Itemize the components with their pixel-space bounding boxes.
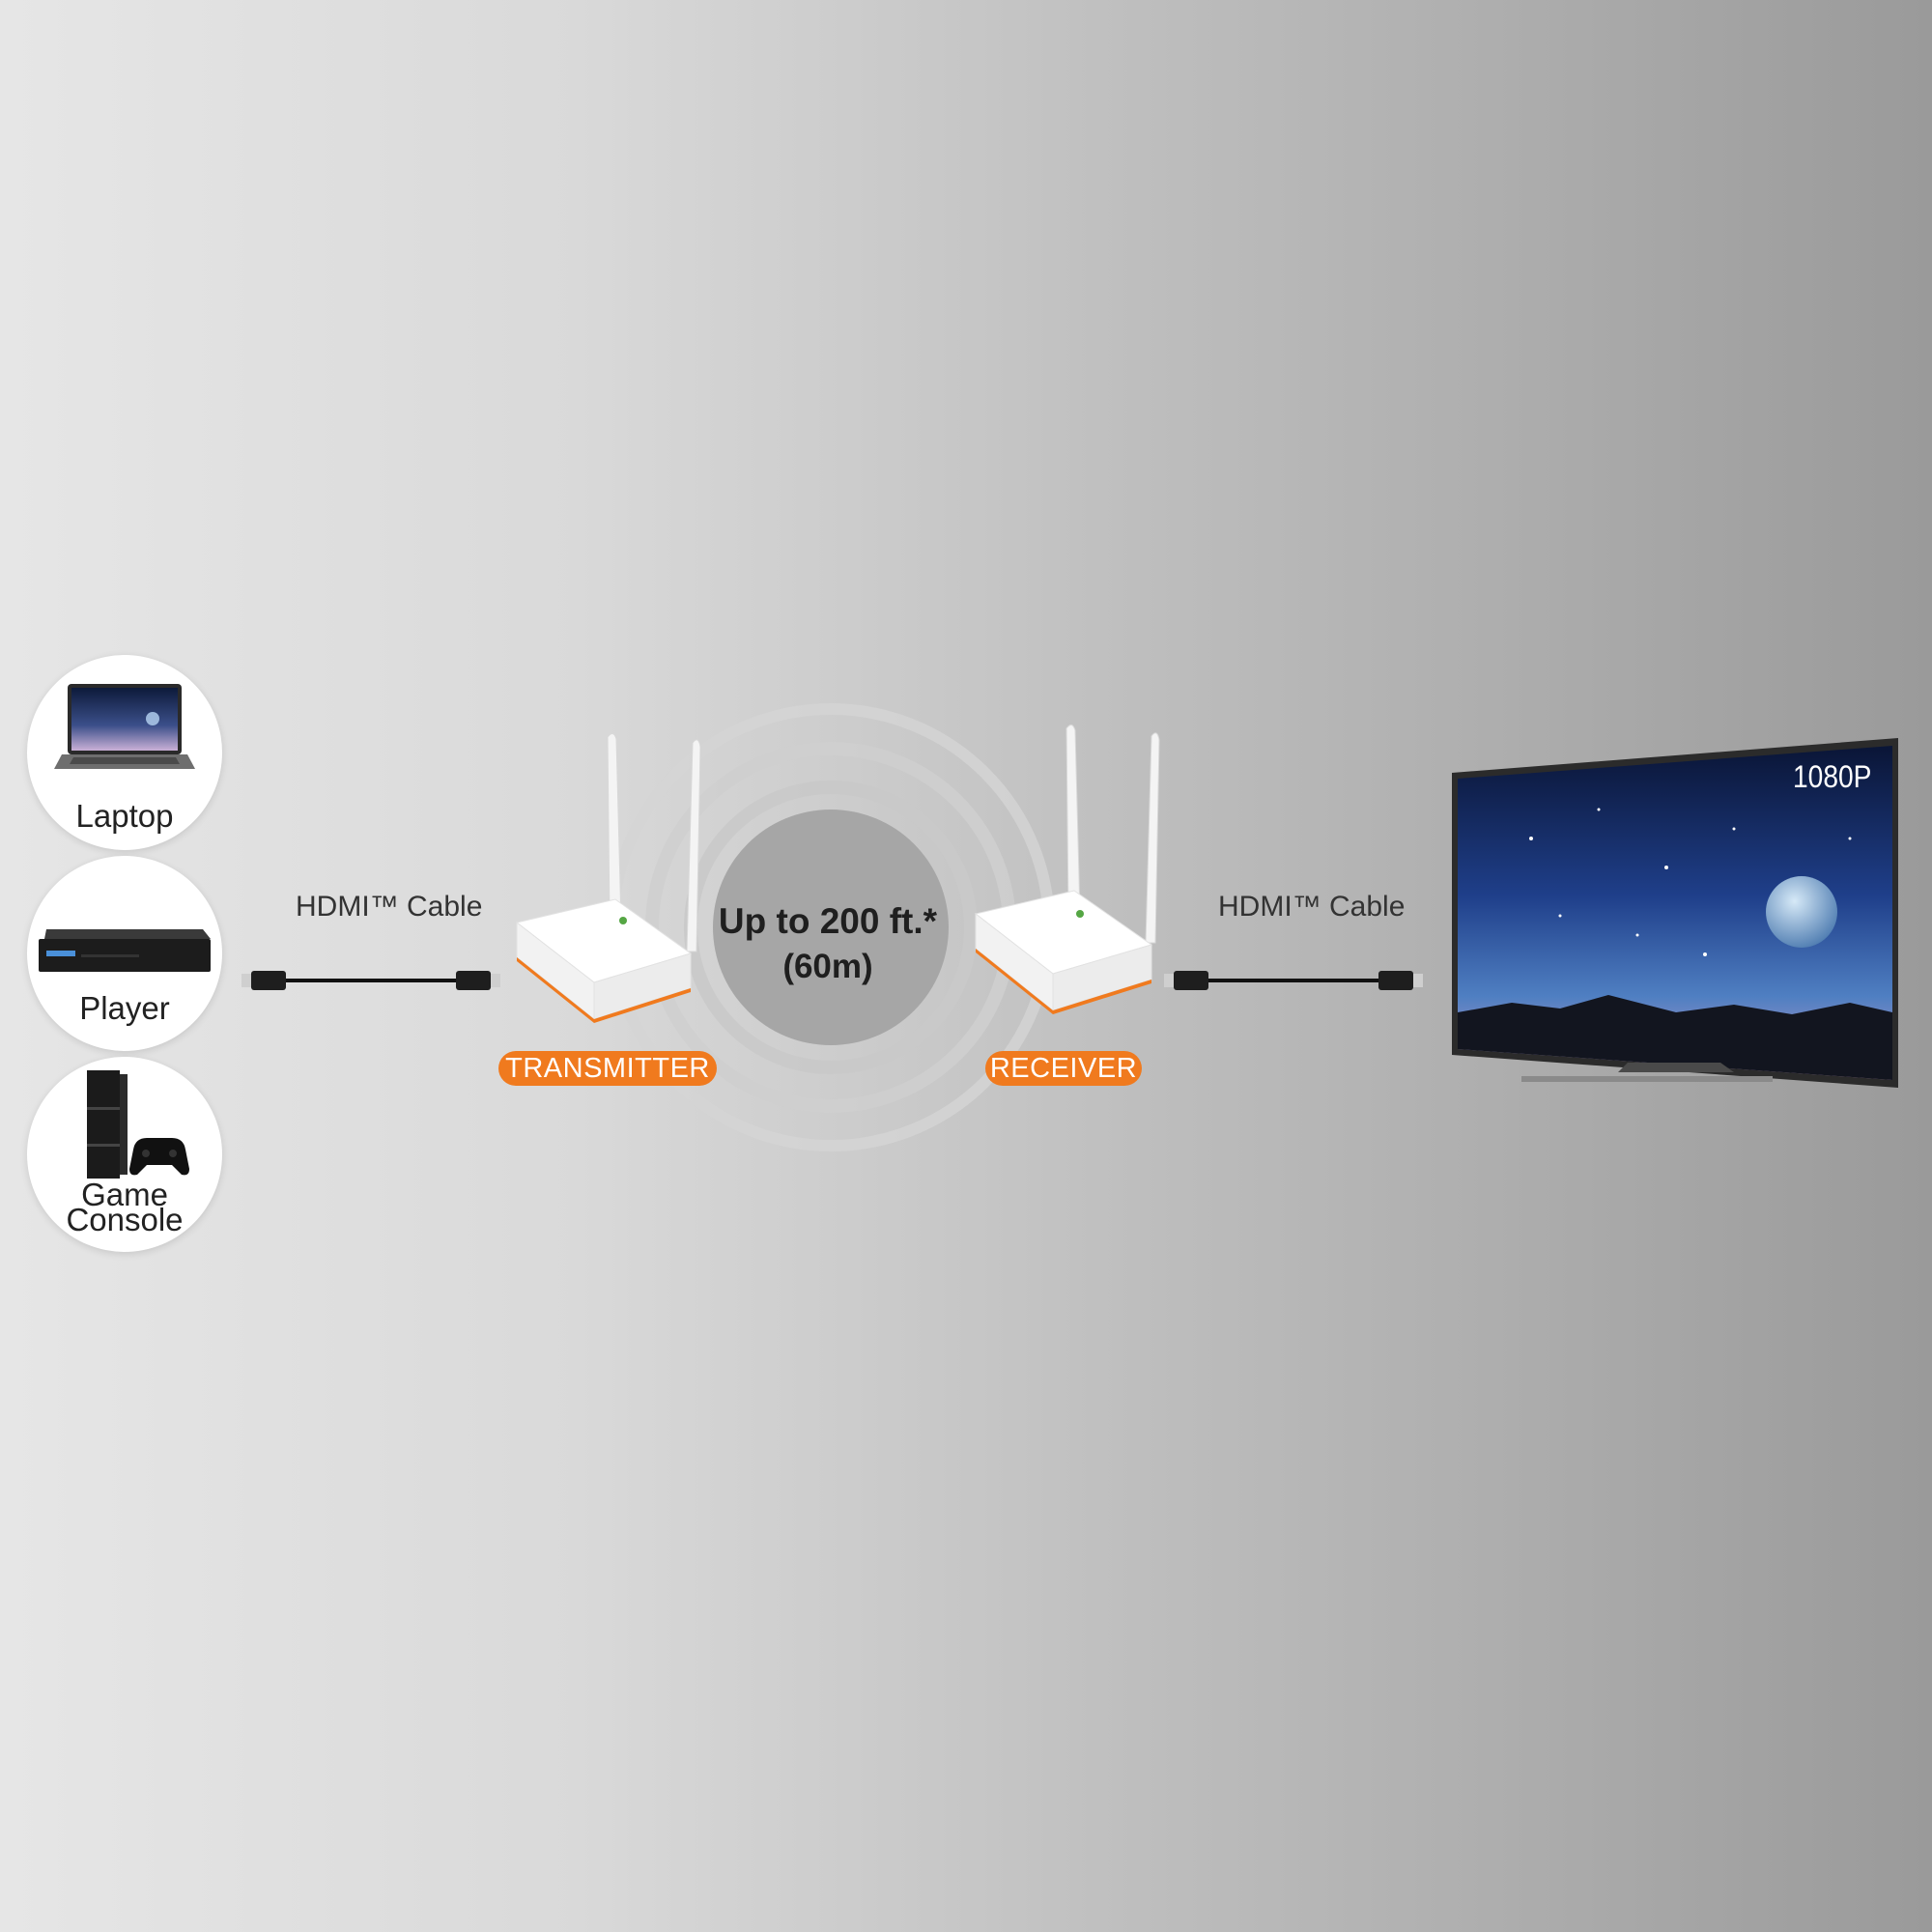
source-label-console: Console: [66, 1202, 184, 1237]
television: [1452, 738, 1898, 1088]
right-cable-label: HDMI™ Cable: [1218, 891, 1406, 923]
game-console-icon: [87, 1070, 189, 1179]
range-text-line2: (60m): [782, 948, 873, 985]
right-hdmi-cable: [1164, 971, 1423, 990]
signal-rings: [607, 703, 1055, 1151]
left-hdmi-cable: [242, 971, 500, 990]
tv-resolution-label: 1080P: [1793, 759, 1872, 794]
bluray-player-icon: [39, 929, 211, 972]
laptop-icon: [54, 684, 195, 769]
left-cable-label: HDMI™ Cable: [296, 891, 483, 923]
source-label-laptop: Laptop: [75, 798, 174, 834]
receiver-device: [974, 724, 1160, 1014]
source-player: Player: [27, 856, 222, 1051]
transmitter-device: [515, 733, 700, 1023]
source-game-console: Game Console: [27, 1057, 222, 1252]
range-text-line1: Up to 200 ft.*: [718, 901, 938, 941]
source-laptop: Laptop: [27, 655, 222, 850]
source-label-player: Player: [79, 990, 170, 1026]
source-label-game: Game: [81, 1177, 168, 1212]
transmitter-badge: TRANSMITTER: [498, 1051, 717, 1086]
receiver-badge: RECEIVER: [985, 1051, 1142, 1086]
